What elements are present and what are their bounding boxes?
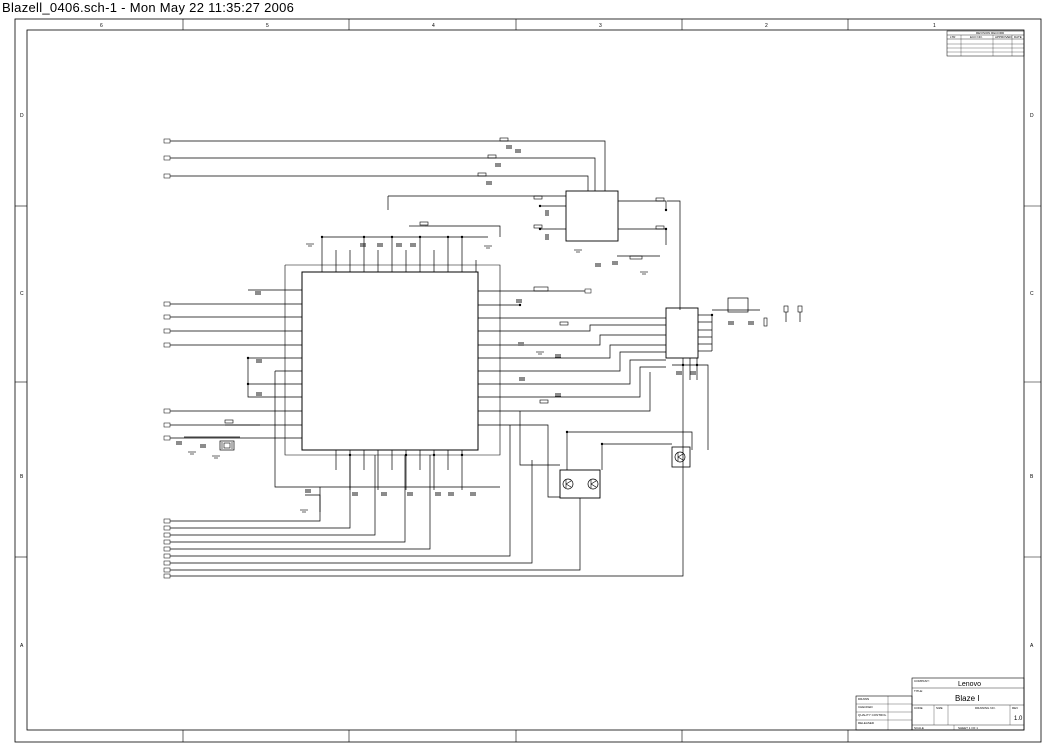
title-field: DRAWING NO. <box>975 706 996 710</box>
schematic-wires <box>170 140 801 577</box>
column-label: 5 <box>266 23 269 29</box>
ground-icon <box>188 243 648 513</box>
junction-dots <box>246 204 714 457</box>
title-field: CODE <box>914 706 923 710</box>
row-label: A <box>20 643 24 649</box>
column-label: 1 <box>933 23 936 29</box>
revision-heading: REVISION RECORD <box>976 31 1005 35</box>
title-block: COMPANY: Lenovo TITLE: Blaze I 1.0 SHEET… <box>855 677 1025 731</box>
row-label: C <box>20 291 24 297</box>
column-label: 4 <box>432 23 435 29</box>
outer-frame <box>14 18 1042 743</box>
row-label: C <box>1030 291 1034 297</box>
revision-col: DATE <box>1014 35 1022 39</box>
revision-block: REVISION RECORD LTR ECO NO. APPROVED DAT… <box>946 30 1025 57</box>
inner-frame <box>26 29 1025 731</box>
crystal-icon <box>221 442 233 449</box>
column-labels: 6 5 4 3 2 1 <box>100 23 936 29</box>
row-label: A <box>1030 643 1034 649</box>
row-label: B <box>1030 474 1034 480</box>
column-label: 2 <box>765 23 768 29</box>
revision-col: APPROVED <box>995 35 1013 39</box>
title-field: SCALE <box>914 726 924 730</box>
row-label: D <box>20 113 24 119</box>
page-title: Blazell_0406.sch-1 - Mon May 22 11:35:27… <box>2 0 295 15</box>
connector-icon <box>163 138 592 579</box>
title-field: SIZE <box>936 706 943 710</box>
row-ticks <box>15 205 1041 558</box>
column-ticks <box>182 19 849 742</box>
column-label: 3 <box>599 23 602 29</box>
transistor-icon <box>565 453 684 488</box>
capacitor-icon <box>176 145 754 496</box>
title-field: RELEASED <box>858 721 875 725</box>
column-label: 6 <box>100 23 103 29</box>
title-field: REV <box>1012 706 1018 710</box>
title-label: TITLE: <box>914 689 923 693</box>
company-name: Lenovo <box>958 681 981 688</box>
sheet-number: SHEET 1 OF 1 <box>958 726 978 730</box>
revision-col: ECO NO. <box>970 35 983 39</box>
row-label: D <box>1030 113 1034 119</box>
revision-col: LTR <box>950 35 956 39</box>
resistor-icon <box>224 137 803 424</box>
row-labels: D D C C B B A A <box>20 113 1034 649</box>
row-label: B <box>20 474 24 480</box>
title-field: CHECKED <box>858 705 874 709</box>
drawing-title: Blaze I <box>955 694 979 703</box>
revision-number: 1.0 <box>1014 716 1023 722</box>
title-field: QUALITY CONTROL <box>858 713 887 717</box>
title-field: DRAWN <box>858 697 869 701</box>
company-label: COMPANY: <box>914 679 930 683</box>
